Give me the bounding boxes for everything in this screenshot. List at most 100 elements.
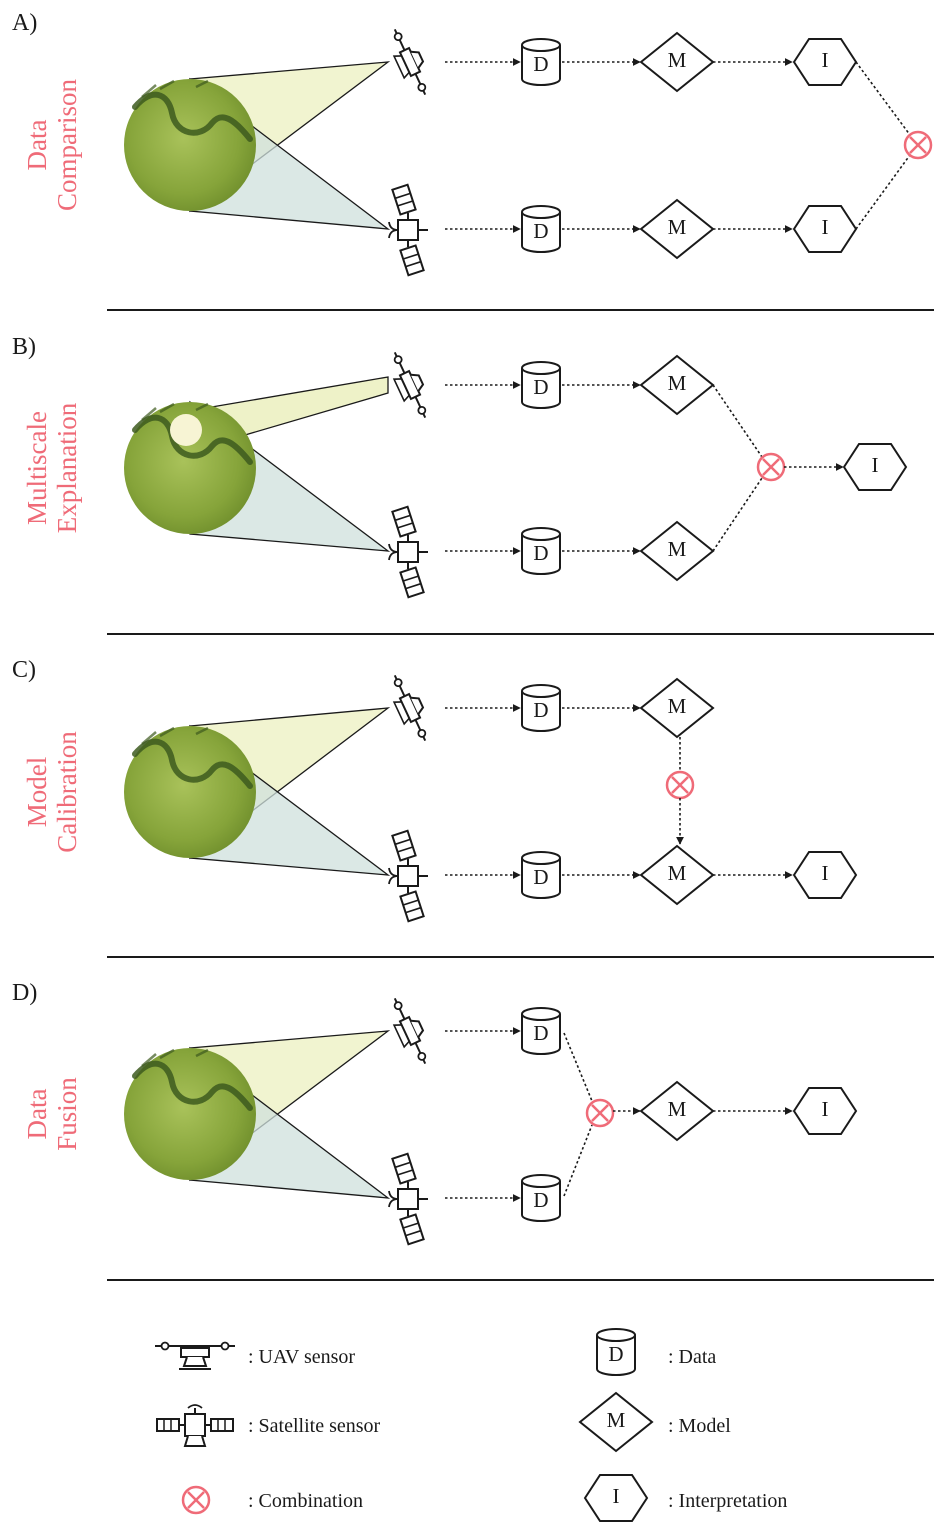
- node-label: D: [533, 865, 548, 889]
- data-node: D: [521, 1174, 561, 1222]
- interpretation-node: I: [792, 1087, 858, 1135]
- combination-cross: [591, 1104, 609, 1122]
- legend-satellite-label: : Satellite sensor: [248, 1415, 381, 1437]
- node-label: M: [668, 371, 687, 395]
- data-node-body: [521, 212, 561, 253]
- panel-b: B) Multiscale Explanation: [12, 334, 934, 635]
- flow-link: [563, 1124, 593, 1197]
- model-node: M: [639, 198, 715, 260]
- data-node: D: [596, 1328, 636, 1376]
- terrain-river: [132, 91, 253, 142]
- node-label: I: [613, 1484, 620, 1508]
- panel-letter: D): [12, 980, 37, 1006]
- data-node: D: [521, 851, 561, 899]
- node-label: D: [533, 375, 548, 399]
- flow-link: [855, 61, 911, 136]
- legend-data: D : Data: [596, 1328, 716, 1376]
- panel-letter: C): [12, 657, 36, 683]
- data-node-body: [521, 691, 561, 732]
- combination-icon: [585, 1098, 615, 1128]
- terrain-disc: [124, 726, 256, 858]
- model-node: M: [639, 520, 715, 582]
- model-node: M: [639, 1080, 715, 1142]
- legend-satellite: : Satellite sensor: [156, 1404, 381, 1447]
- combination-icon: [181, 1485, 211, 1515]
- panel-title-line1: Multiscale: [22, 411, 52, 525]
- node-label: D: [533, 1021, 548, 1045]
- panel-letter: A): [12, 10, 37, 36]
- legend-uav: : UAV sensor: [154, 1341, 355, 1370]
- flow-link: [712, 384, 763, 458]
- panel-title-line2: Calibration: [52, 731, 82, 853]
- legend-data-label: : Data: [668, 1346, 716, 1368]
- terrain-tracks: [141, 79, 209, 98]
- node-label: I: [872, 453, 879, 477]
- panel-letter: B): [12, 334, 36, 360]
- data-node-top: [521, 205, 561, 219]
- panel-title-line1: Data: [22, 1089, 52, 1140]
- interpretation-node: I: [583, 1474, 649, 1522]
- node-label: D: [533, 52, 548, 76]
- combination-icon: [756, 452, 786, 482]
- data-node-top: [521, 527, 561, 541]
- legend-combination: : Combination: [181, 1485, 363, 1515]
- model-node: M: [578, 1391, 654, 1453]
- data-node: D: [521, 38, 561, 86]
- terrain-tracks: [141, 1048, 209, 1067]
- combination-cross: [187, 1491, 205, 1509]
- data-node-body: [521, 368, 561, 409]
- panel-d-diagram: D D M I: [124, 992, 858, 1246]
- data-node-body: [521, 45, 561, 86]
- uav-footprint-spot: [170, 414, 202, 446]
- terrain-image: [124, 79, 256, 211]
- node-label: M: [668, 215, 687, 239]
- flow-link: [712, 477, 763, 552]
- interpretation-node: I: [792, 851, 858, 899]
- data-node: D: [521, 684, 561, 732]
- legend-model-label: : Model: [668, 1415, 731, 1437]
- data-node: D: [521, 1007, 561, 1055]
- uav-drone-icon: [154, 1341, 236, 1370]
- terrain-tracks: [141, 726, 209, 745]
- data-node-body: [521, 534, 561, 575]
- satellite-icon: [388, 1152, 429, 1246]
- terrain-image: [124, 1048, 256, 1180]
- node-label: D: [533, 698, 548, 722]
- flow-link: [563, 1032, 593, 1102]
- satellite-icon: [388, 183, 429, 277]
- node-label: M: [668, 48, 687, 72]
- panel-title-line1: Data: [22, 120, 52, 171]
- panel-title-line2: Explanation: [52, 402, 82, 533]
- panel-title-line2: Comparison: [52, 79, 82, 211]
- terrain-river: [132, 414, 253, 465]
- panel-a: A) Data Comparison: [12, 10, 934, 311]
- data-node-top: [521, 361, 561, 375]
- combination-icon: [903, 130, 933, 160]
- uav-drone-icon: [382, 23, 438, 101]
- data-node-body: [596, 1335, 636, 1376]
- interpretation-node-shape: [792, 851, 858, 899]
- model-node-shape: [639, 677, 715, 739]
- interpretation-node: I: [792, 205, 858, 253]
- node-label: I: [822, 1097, 829, 1121]
- model-node-shape: [578, 1391, 654, 1453]
- satellite-icon: [388, 505, 429, 599]
- terrain-image: [124, 402, 256, 534]
- panel-title-line2: Fusion: [52, 1077, 82, 1151]
- node-label: M: [668, 1097, 687, 1121]
- combination-icon: [665, 770, 695, 800]
- model-node: M: [578, 1391, 654, 1453]
- panel-title-line1: Model: [22, 757, 52, 828]
- model-node: M: [639, 677, 715, 739]
- node-label: D: [533, 219, 548, 243]
- flow-link: [855, 154, 911, 230]
- combination-cross: [762, 458, 780, 476]
- combination-cross: [909, 136, 927, 154]
- panel-c: C) Model Calibration: [12, 657, 934, 958]
- terrain-river: [132, 738, 253, 789]
- node-label: D: [608, 1342, 623, 1366]
- uav-drone-icon: [382, 992, 438, 1070]
